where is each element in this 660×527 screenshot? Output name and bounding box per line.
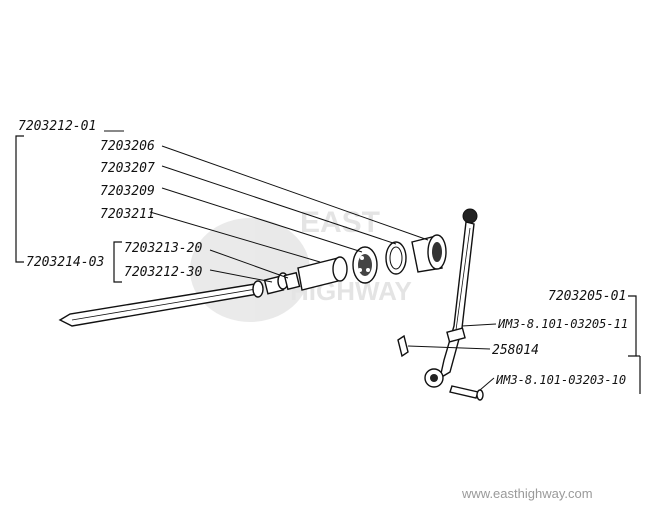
label-bolt: ИМЗ-8.101-03203-10 [495,373,626,387]
label-7203212-30: 7203212-30 [124,265,202,280]
label-lever: ИМЗ-8.101-03205-11 [497,317,628,331]
label-7203211: 7203211 [100,207,155,222]
shaft-7203214 [58,280,264,327]
sleeve-7203211 [297,256,348,291]
label-7203209: 7203209 [100,184,155,199]
bolt [449,385,484,401]
ring-7203207 [385,241,407,275]
bearing-7203209 [352,246,378,284]
lever-arm [424,208,478,388]
label-assembly-right: 7203205-01 [548,289,626,304]
housing-7203206 [411,234,447,273]
watermark-logo: EAST HIGHWAY [190,206,412,322]
spacer-7203213-20 [283,271,301,291]
label-7203207: 7203207 [100,161,155,176]
leader-lines [104,130,497,391]
label-7203213-20: 7203213-20 [124,241,202,256]
cotter-pin-258014 [397,334,409,358]
label-assembly-top: 7203212-01 [18,119,96,134]
watermark-line1: EAST [300,206,380,239]
label-7203206: 7203206 [100,139,155,154]
label-pin-258014: 258014 [492,343,539,358]
brackets [15,135,641,394]
website-footer: www.easthighway.com [461,486,593,501]
label-assembly-bottom: 7203214-03 [26,255,104,270]
